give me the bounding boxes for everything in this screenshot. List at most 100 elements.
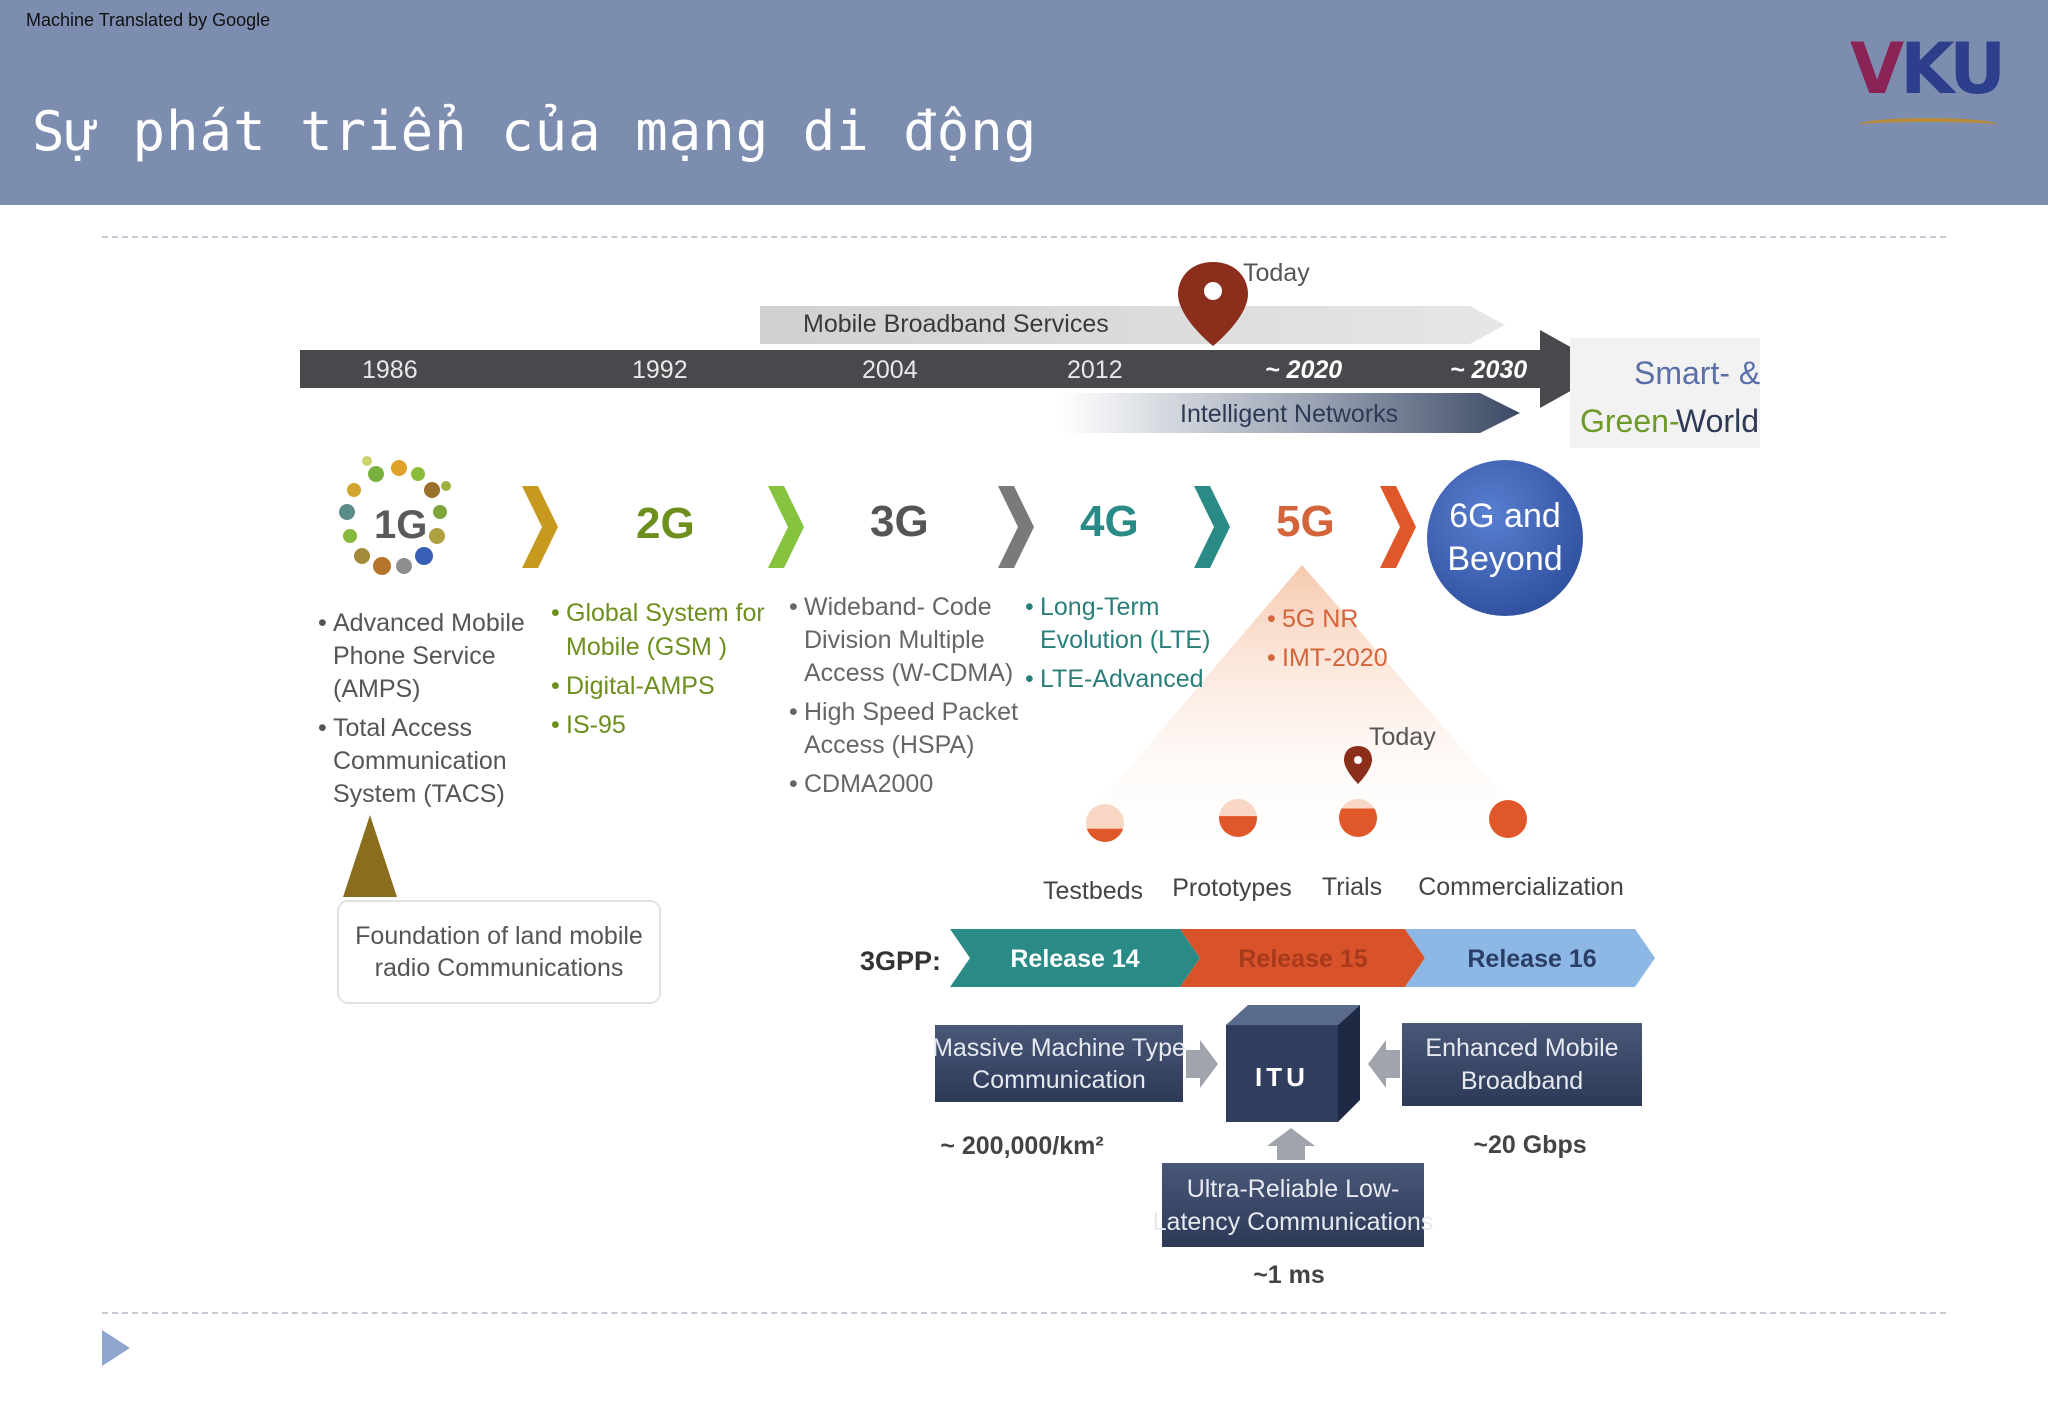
chevron-right-icon: [768, 486, 804, 568]
4g-bullets: • Long-Term Evolution (LTE) • LTE-Advanc…: [1025, 593, 1210, 693]
itu-cube: ITU: [1226, 1005, 1360, 1122]
arrow-up-icon: [1267, 1128, 1315, 1160]
list-item: Total Access: [333, 714, 472, 742]
chevron-right-icon: [1380, 486, 1416, 568]
mmtc-box: [935, 1025, 1183, 1102]
stage-fill-level: [1219, 816, 1257, 837]
stage-label: Trials: [1322, 873, 1382, 901]
list-item: Communication: [333, 747, 507, 775]
year-label: 2004: [862, 356, 918, 384]
2g-bullets: • Global System for Mobile (GSM ) • Digi…: [551, 599, 765, 739]
release-16-arrow: [1405, 929, 1655, 987]
release-15-label: Release 15: [1238, 945, 1367, 973]
foundation-line-1: Foundation of land mobile: [355, 922, 643, 950]
svg-text:•: •: [551, 672, 560, 700]
stage-fill-level: [1086, 828, 1124, 842]
mmtc-line-2: Communication: [972, 1066, 1146, 1094]
stage-label: Testbeds: [1043, 877, 1143, 905]
arrow-right-icon: [1186, 1040, 1218, 1088]
generation-label-5g: 5G: [1276, 497, 1335, 546]
smart-label: Smart- &: [1634, 355, 1760, 391]
mobile-broadband-label: Mobile Broadband Services: [803, 310, 1109, 338]
stage-trials-icon: [1339, 799, 1377, 837]
list-item: Global System for: [566, 599, 765, 627]
today-pin-icon: [1178, 262, 1248, 346]
mmtc-metric: ~ 200,000/km²: [940, 1132, 1103, 1160]
embb-line-2: Broadband: [1461, 1067, 1583, 1095]
3g-bullets: • Wideband- Code Division Multiple Acces…: [789, 593, 1018, 798]
embb-line-1: Enhanced Mobile: [1425, 1034, 1618, 1062]
generation-label-3g: 3G: [870, 497, 929, 546]
year-label: ~ 2030: [1450, 356, 1527, 384]
list-item: Wideband- Code: [804, 593, 992, 621]
itu-label: ITU: [1255, 1062, 1309, 1092]
release-15-arrow: [1180, 929, 1425, 987]
green-label: Green-: [1580, 403, 1680, 439]
stage-label: Prototypes: [1172, 874, 1292, 902]
stage-commercialization-icon: [1489, 800, 1527, 838]
logo-swoosh: [1858, 118, 1998, 132]
svg-text:•: •: [789, 593, 798, 621]
year-label: 2012: [1067, 356, 1123, 384]
page-title: Sự phát triển của mạng di động: [32, 100, 1038, 163]
chevron-right-icon: [522, 486, 558, 568]
1g-bullets: • Advanced Mobile Phone Service (AMPS) •…: [318, 609, 525, 808]
chevron-right-icon: [998, 486, 1034, 568]
list-item: Phone Service: [333, 642, 496, 670]
1g-dots-icon: [339, 456, 451, 575]
beyond-line-1: 6G and: [1449, 497, 1561, 535]
urllc-line-2: Latency Communications: [1153, 1208, 1434, 1236]
list-item: 5G NR: [1282, 605, 1358, 633]
urllc-box: [1162, 1163, 1424, 1247]
list-item: Evolution (LTE): [1040, 626, 1210, 654]
timeline: Mobile Broadband Services 1986 1992 2004…: [300, 259, 1760, 448]
list-item: Mobile (GSM ): [566, 633, 727, 661]
embb-box: [1402, 1023, 1642, 1106]
svg-text:•: •: [1267, 644, 1276, 672]
year-label: ~ 2020: [1265, 356, 1342, 384]
svg-text:•: •: [1025, 593, 1034, 621]
chevron-right-icon: [1194, 486, 1230, 568]
logo-letter-v: V: [1850, 28, 1904, 110]
urllc-line-1: Ultra-Reliable Low-: [1187, 1175, 1400, 1203]
urllc-metric: ~1 ms: [1253, 1261, 1325, 1289]
trials-today-label: Today: [1369, 723, 1436, 751]
world-label: World: [1676, 403, 1759, 439]
vku-logo: VKU: [1850, 34, 2006, 134]
6g-beyond-circle: 6G and Beyond: [1427, 460, 1583, 616]
svg-text:•: •: [318, 609, 327, 637]
list-item: Digital-AMPS: [566, 672, 715, 700]
generation-label-1g: 1G: [374, 503, 427, 547]
trials-today-pin-icon: [1344, 746, 1372, 784]
svg-text:•: •: [551, 599, 560, 627]
smart-green-world-panel: [1570, 338, 1760, 448]
list-item: Advanced Mobile: [333, 609, 525, 637]
stage-testbeds-icon: [1086, 804, 1124, 842]
release-14-arrow: [950, 929, 1200, 987]
svg-text:•: •: [789, 698, 798, 726]
svg-text:•: •: [1025, 665, 1034, 693]
beyond-line-2: Beyond: [1447, 540, 1562, 578]
5g-pyramid-glow: [1050, 565, 1560, 860]
today-label: Today: [1243, 259, 1310, 287]
foundation-line-2: radio Communications: [375, 954, 624, 982]
svg-text:•: •: [318, 714, 327, 742]
year-label: 1992: [632, 356, 688, 384]
list-item: Access (HSPA): [804, 731, 974, 759]
list-item: Long-Term: [1040, 593, 1160, 621]
top-divider: [102, 236, 1946, 238]
logo-letter-u: U: [1949, 28, 2006, 110]
arrow-left-icon: [1368, 1040, 1400, 1088]
foundation-box: [337, 900, 661, 1004]
list-item: IS-95: [566, 711, 626, 739]
next-slide-arrow-icon[interactable]: [102, 1330, 130, 1366]
translation-note: Machine Translated by Google: [26, 10, 271, 30]
foundation-pointer: [343, 815, 397, 897]
mmtc-line-1: Massive Machine Type: [932, 1034, 1186, 1062]
logo-letter-k: K: [1900, 28, 1953, 110]
intelligent-networks-arrow: [1060, 393, 1520, 433]
svg-text:•: •: [551, 711, 560, 739]
timeline-arrow: [300, 330, 1610, 408]
stage-fill-level: [1489, 800, 1527, 838]
embb-metric: ~20 Gbps: [1473, 1131, 1586, 1159]
